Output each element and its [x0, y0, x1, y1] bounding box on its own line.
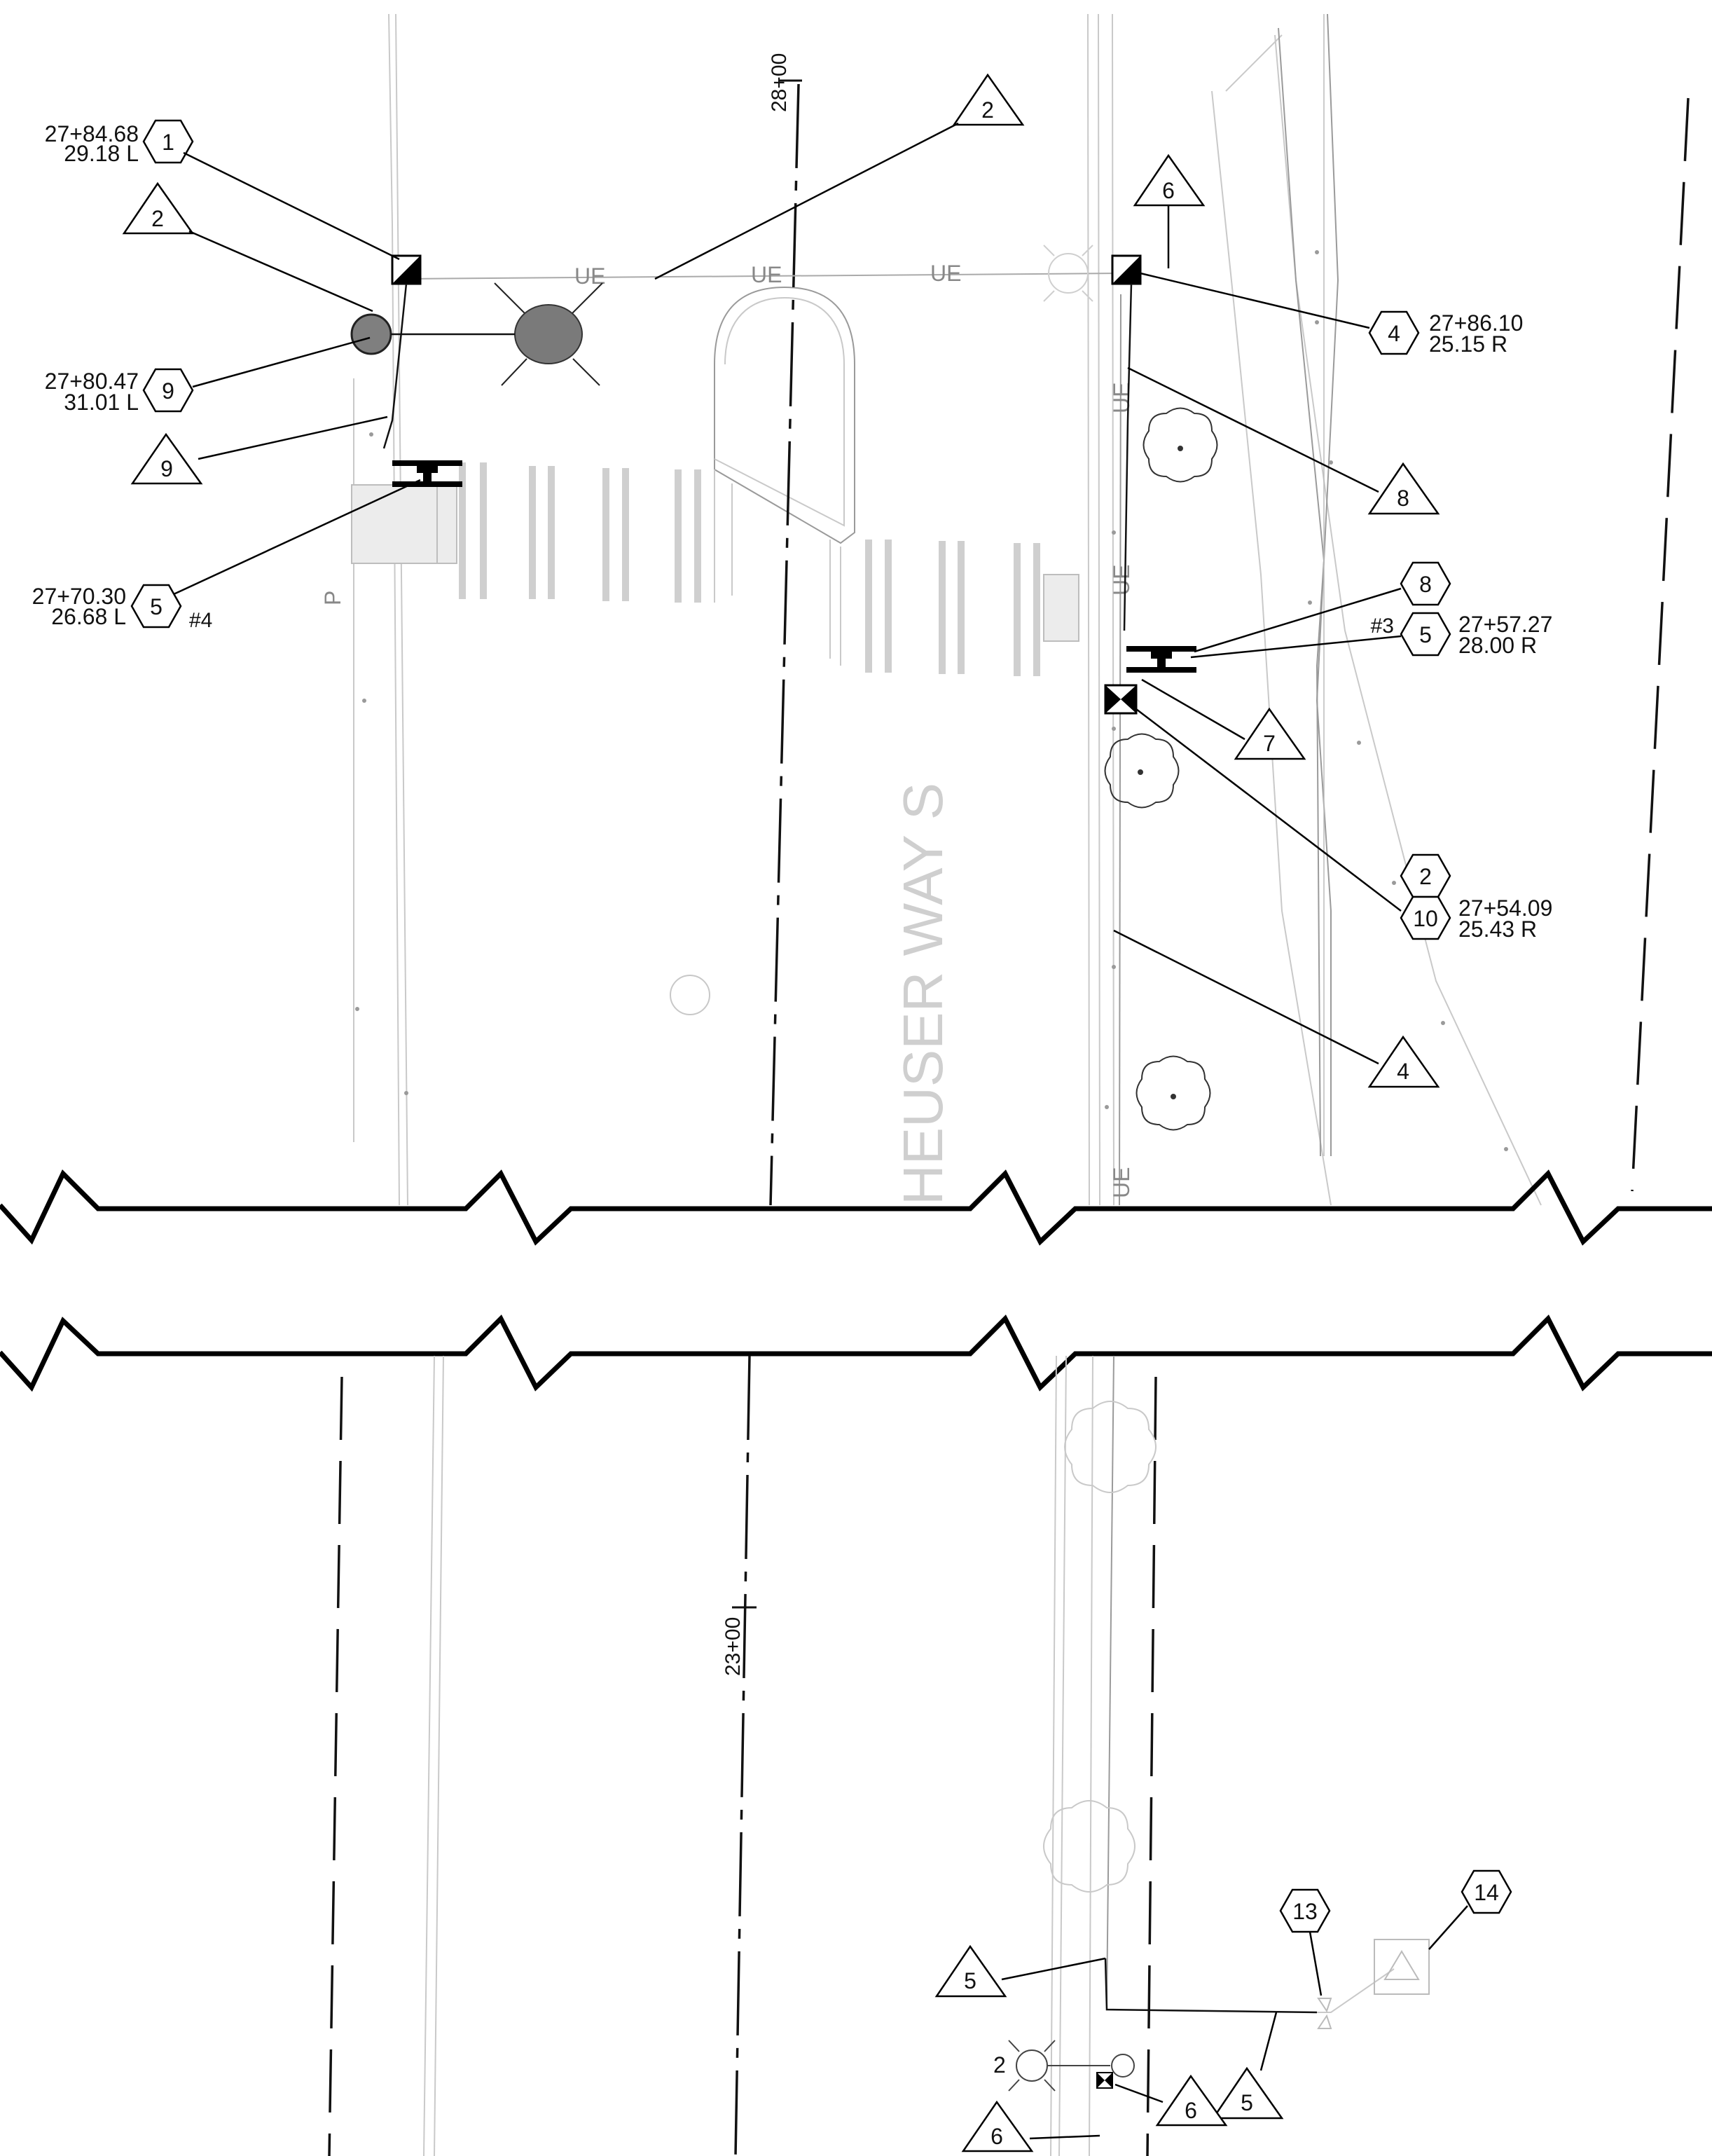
note-6: 6 — [1133, 153, 1206, 268]
tree-icon — [1104, 733, 1180, 809]
svg-text:#3: #3 — [1371, 614, 1394, 638]
lane-line-right-lower — [1146, 1376, 1157, 2156]
note-7: 7 — [1141, 678, 1306, 760]
svg-text:27+70.30: 27+70.30 — [32, 584, 126, 609]
svg-text:27+54.09: 27+54.09 — [1458, 895, 1552, 921]
svg-text:27+57.27: 27+57.27 — [1458, 612, 1552, 637]
utility-label-5: UE — [1109, 565, 1134, 596]
svg-text:26.68 L: 26.68 L — [51, 604, 126, 629]
crosswalk-left — [459, 462, 1040, 676]
callout-5-right: 5 #3 27+57.27 28.00 R — [1190, 612, 1552, 659]
bottom-label-2: 2 — [993, 2052, 1006, 2078]
svg-text:28.00 R: 28.00 R — [1458, 633, 1537, 658]
callout-8: 8 — [1194, 561, 1451, 653]
svg-text:1: 1 — [162, 130, 174, 155]
svg-text:25.43 R: 25.43 R — [1458, 916, 1537, 942]
existing-light-right — [1043, 245, 1093, 302]
svg-text:6: 6 — [1162, 178, 1175, 203]
svg-text:5: 5 — [1419, 622, 1432, 647]
push-button-right-icon — [1126, 646, 1196, 673]
lane-line-left-lower — [328, 1376, 343, 2156]
lane-line-right-upper — [1631, 97, 1690, 1192]
svg-text:9: 9 — [160, 456, 173, 481]
svg-text:2: 2 — [151, 206, 164, 231]
svg-text:31.01 L: 31.01 L — [64, 390, 139, 415]
callout-4: 4 27+86.10 25.15 R — [1140, 272, 1523, 357]
callout-9: 9 27+80.47 31.01 L — [45, 336, 371, 415]
light-pole-icon — [350, 313, 392, 355]
note-5-bottom-right: 5 — [1211, 2012, 1284, 2120]
svg-text:27+80.47: 27+80.47 — [45, 369, 139, 394]
svg-text:10: 10 — [1413, 906, 1438, 931]
svg-text:5: 5 — [150, 594, 163, 619]
svg-text:4: 4 — [1388, 321, 1400, 346]
service-cabinet-left-icon — [391, 254, 422, 285]
note-9: 9 — [130, 416, 388, 485]
callout-13: 13 — [1279, 1888, 1331, 1996]
lower-plan-panel: 23+00 — [328, 1355, 1430, 2156]
svg-text:4: 4 — [1397, 1059, 1409, 1084]
note-4: 4 — [1113, 929, 1440, 1088]
svg-text:29.18 L: 29.18 L — [64, 141, 139, 166]
svg-text:8: 8 — [1397, 486, 1409, 511]
proposed-luminaire-icon — [494, 282, 603, 386]
utility-label-6: UE — [1109, 1167, 1134, 1198]
note-8: 8 — [1127, 366, 1440, 515]
svg-text:#4: #4 — [189, 609, 212, 632]
callout-14: 14 — [1428, 1869, 1512, 1950]
pull-box-lower-icon — [1096, 2072, 1113, 2089]
street-name: HEUSER WAY S — [892, 783, 954, 1205]
note-2-left: 2 — [122, 181, 373, 313]
note-6-bottom-b: 6 — [961, 2100, 1100, 2152]
svg-text:27+86.10: 27+86.10 — [1429, 310, 1523, 336]
break-lines — [0, 1169, 1712, 1392]
push-button-left-icon — [392, 460, 462, 487]
station-label-lower: 23+00 — [722, 1617, 745, 1676]
svg-text:P: P — [320, 591, 345, 605]
existing-light-center — [670, 975, 710, 1015]
note-5-bottom-left: 5 — [934, 1944, 1106, 1998]
cabinet-lower-icon — [1317, 1939, 1430, 2029]
centerline-upper — [769, 83, 800, 1206]
svg-text:2: 2 — [1419, 864, 1432, 889]
svg-text:13: 13 — [1292, 1899, 1318, 1924]
svg-text:6: 6 — [1185, 2098, 1197, 2123]
svg-text:9: 9 — [162, 378, 174, 404]
utility-label-3: UE — [930, 261, 961, 286]
signal-pole-lower-icon — [1008, 2040, 1135, 2092]
svg-text:6: 6 — [990, 2124, 1003, 2149]
svg-text:5: 5 — [964, 1968, 976, 1993]
callouts: 1 27+84.68 29.18 L 2 2 9 27+80.47 31.01 … — [32, 73, 1552, 2152]
svg-text:8: 8 — [1419, 572, 1432, 597]
centerline-lower — [734, 1355, 751, 2156]
svg-text:25.15 R: 25.15 R — [1429, 331, 1507, 357]
utility-label-2: UE — [751, 262, 782, 287]
svg-text:5: 5 — [1241, 2090, 1253, 2115]
tree-icon — [1135, 1055, 1211, 1131]
upper-plan-panel: P 28+00 UE UE UE UE UE UE HEUSER WAY S — [320, 13, 1690, 1206]
svg-text:14: 14 — [1474, 1880, 1499, 1905]
callout-10: 2 10 27+54.09 25.43 R — [1135, 708, 1552, 942]
callout-5-left: 5 27+70.30 26.68 L #4 — [32, 479, 421, 632]
note-2-top: 2 — [654, 73, 1025, 280]
utility-label-4: UE — [1109, 383, 1134, 413]
svg-text:7: 7 — [1263, 731, 1276, 756]
planter-dots — [355, 250, 1508, 1151]
svg-text:27+84.68: 27+84.68 — [45, 121, 139, 146]
callout-1: 1 27+84.68 29.18 L — [45, 119, 400, 261]
note-6-bottom-a: 6 — [1114, 2074, 1228, 2127]
station-label-upper: 28+00 — [768, 53, 791, 112]
pull-box-icon — [1104, 684, 1138, 715]
tree-icon — [1143, 407, 1218, 483]
service-cabinet-right-icon — [1111, 254, 1142, 285]
svg-text:2: 2 — [981, 97, 994, 123]
